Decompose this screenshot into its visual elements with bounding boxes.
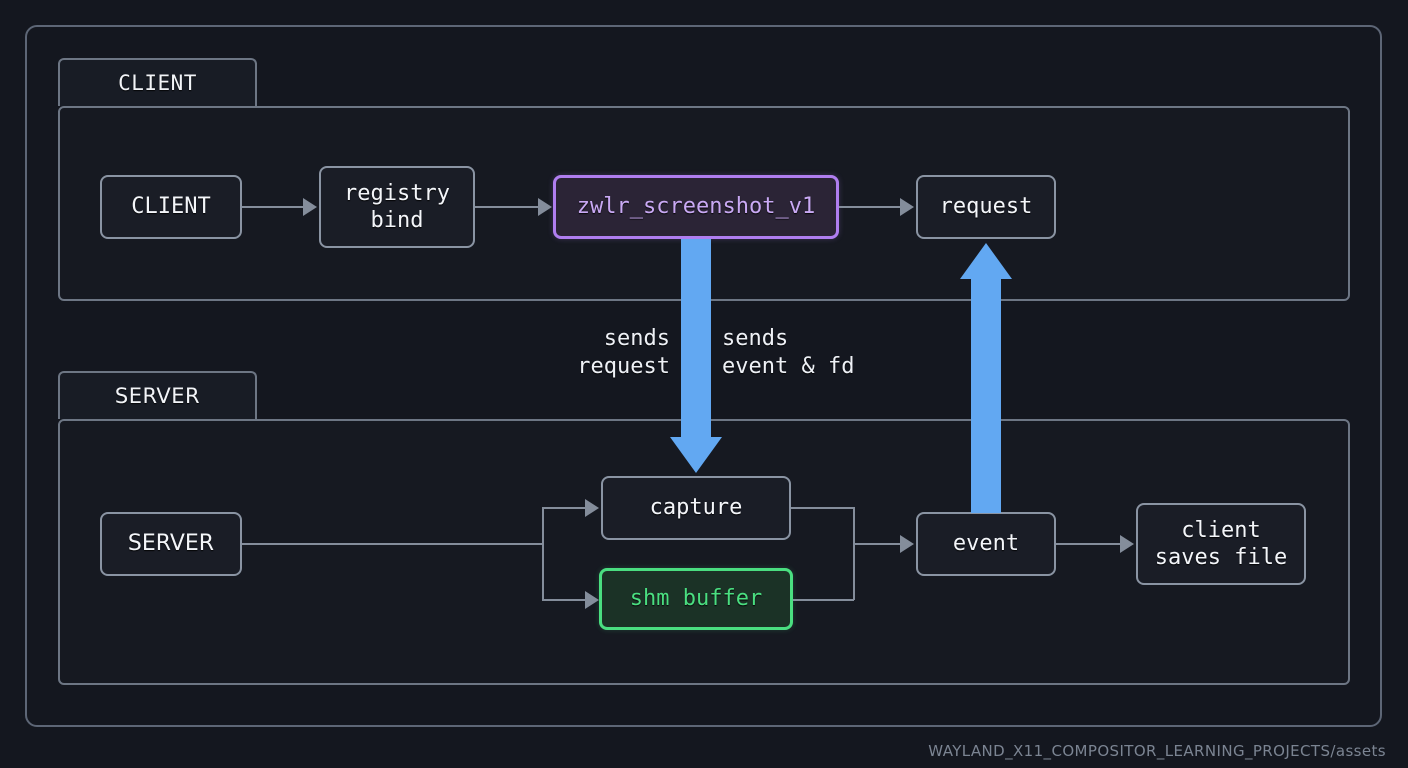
section-tab-server-label: SERVER: [114, 384, 201, 408]
node-client-saves-file[interactable]: client saves file: [1136, 503, 1306, 585]
connector-server-fork-to-shm: [542, 599, 586, 601]
blue-arrow-down-head: [670, 437, 722, 473]
arrowhead-event-to-client-saves: [1120, 535, 1134, 553]
connector-server-trunk: [242, 543, 544, 545]
node-request-label: request: [939, 194, 1033, 220]
node-server-label: SERVER: [127, 531, 215, 557]
footer-path: WAYLAND_X11_COMPOSITOR_LEARNING_PROJECTS…: [928, 742, 1386, 760]
connector-server-fork-spine: [542, 507, 544, 600]
blue-arrow-up-shaft: [971, 279, 1001, 513]
node-capture[interactable]: capture: [601, 476, 791, 540]
connector-capture-to-merge: [791, 507, 854, 509]
arrowhead-client-to-registry: [303, 198, 317, 216]
connector-client-to-registry: [242, 206, 304, 208]
connector-shm-to-merge: [793, 599, 854, 601]
outer-frame: [25, 25, 1382, 727]
node-shm-buffer[interactable]: shm buffer: [599, 568, 793, 630]
edge-label-sends-request: sends request: [577, 326, 670, 379]
node-client-label: CLIENT: [131, 194, 211, 220]
node-registry-bind[interactable]: registry bind: [319, 166, 475, 248]
node-server[interactable]: SERVER: [100, 512, 242, 576]
connector-protocol-to-request: [839, 206, 901, 208]
node-registry-bind-label: registry bind: [344, 180, 450, 234]
arrowhead-server-to-capture: [585, 499, 599, 517]
node-zwlr-screenshot-v1-label: zwlr_screenshot_v1: [576, 194, 816, 220]
section-tab-server: SERVER: [58, 371, 257, 419]
node-shm-buffer-label: shm buffer: [629, 586, 763, 612]
connector-registry-to-protocol: [475, 206, 539, 208]
connector-event-to-client-saves: [1056, 543, 1121, 545]
arrowhead-server-to-shm: [585, 591, 599, 609]
connector-merge-spine: [853, 507, 855, 600]
node-event[interactable]: event: [916, 512, 1056, 576]
node-request[interactable]: request: [916, 175, 1056, 239]
connector-server-fork-to-capture: [542, 507, 586, 509]
arrowhead-merge-to-event: [900, 535, 914, 553]
section-tab-client-label: CLIENT: [118, 71, 197, 95]
blue-arrow-up-head: [960, 243, 1012, 279]
edge-label-sends-event-and-fd: sends event & fd: [722, 326, 855, 379]
section-tab-client: CLIENT: [58, 58, 257, 106]
arrowhead-protocol-to-request: [900, 198, 914, 216]
node-client[interactable]: CLIENT: [100, 175, 242, 239]
node-event-label: event: [952, 531, 1020, 557]
node-client-saves-file-label: client saves file: [1154, 517, 1288, 571]
node-capture-label: capture: [649, 495, 743, 521]
arrowhead-registry-to-protocol: [538, 198, 552, 216]
connector-merge-to-event: [853, 543, 901, 545]
blue-arrow-down-shaft: [681, 239, 711, 438]
node-zwlr-screenshot-v1[interactable]: zwlr_screenshot_v1: [553, 175, 839, 239]
